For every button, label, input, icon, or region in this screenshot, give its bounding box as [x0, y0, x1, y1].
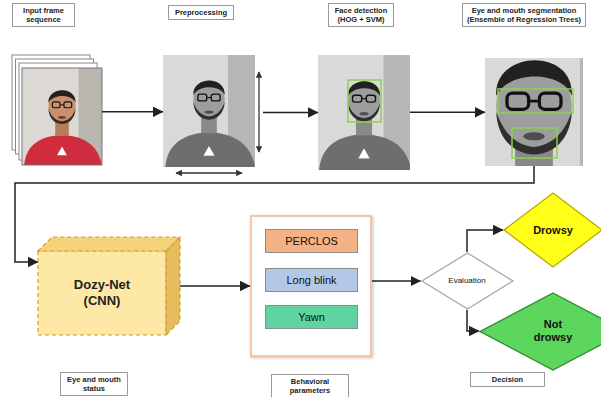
outcome-diamond: Not drowsy — [479, 292, 601, 371]
resize-arrow — [176, 172, 242, 173]
flow-arrow — [372, 280, 421, 282]
frame — [22, 68, 102, 165]
section-caption: Eye and mouth status — [60, 372, 128, 396]
eye-region-box — [498, 89, 573, 113]
input-frames: Input frame sequence — [12, 55, 102, 167]
face-detection-photo — [312, 55, 416, 170]
diamond-shape — [480, 293, 601, 370]
network-name: Dozy-Net (CNN) — [65, 277, 140, 310]
step-label-box: Eye and mouth segmentation (Ensemble of … — [462, 3, 586, 27]
flow-arrow — [467, 310, 479, 331]
mouth-region-box — [512, 128, 557, 158]
parameter-panel: Behavioral parametersPERCLOSLong blinkYa… — [250, 215, 372, 357]
frame-stack — [12, 55, 106, 165]
step-label: Preprocessing — [172, 8, 230, 17]
person-photo — [18, 68, 105, 165]
person-photo — [312, 55, 416, 170]
segmentation-photo — [413, 0, 601, 269]
cnn-block: Dozy-Net (CNN)Eye and mouth status — [38, 237, 180, 335]
preprocessing-step: Preprocessing — [163, 55, 263, 170]
step-label-box: Input frame sequence — [12, 3, 75, 27]
step-label-box: Face detection (HOG + SVM) — [328, 3, 394, 27]
diamond-shape — [504, 193, 601, 267]
flow-arrow — [180, 285, 250, 287]
step-label-box: Preprocessing — [168, 5, 234, 20]
step-label: Input frame sequence — [16, 6, 71, 24]
parameter-box: Long blink — [265, 268, 358, 292]
diamond-label: Drowsy — [533, 224, 573, 237]
parameter-name: Long blink — [286, 274, 336, 286]
diamond-shape — [422, 253, 513, 309]
outcome-diamond: Drowsy — [503, 192, 601, 268]
flow-arrow — [467, 230, 503, 252]
flow-arrow — [263, 112, 318, 114]
decision-diamond: Evaluation — [421, 252, 514, 310]
segmentation-step: Eye and mouth segmentation (Ensemble of … — [485, 58, 583, 166]
step-label: Eye and mouth segmentation (Ensemble of … — [466, 6, 582, 24]
caption-text: Decision — [474, 375, 541, 384]
diamond-label: Not drowsy — [529, 318, 577, 343]
face-crop — [413, 0, 601, 269]
flow-arrow — [15, 166, 534, 262]
parameter-box: PERCLOS — [265, 229, 358, 253]
parameter-name: Yawn — [298, 311, 325, 323]
diamond-label: Evaluation — [448, 276, 485, 285]
caption-text: Eye and mouth status — [64, 375, 124, 393]
step-label: Face detection (HOG + SVM) — [332, 6, 390, 24]
cube-face — [38, 251, 166, 335]
person-photo — [159, 55, 260, 167]
person-photo — [413, 0, 601, 269]
section-caption: Behavioral parameters — [271, 374, 349, 397]
preprocessed-photo — [159, 55, 260, 173]
cube-face — [38, 237, 180, 251]
cube-face — [166, 237, 180, 335]
section-caption: Decision — [470, 372, 545, 387]
face-detection-step: Face detection (HOG + SVM) — [318, 55, 410, 170]
flow-arrow — [410, 112, 485, 114]
parameter-box: Yawn — [265, 305, 358, 329]
detection-box — [348, 80, 381, 122]
caption-text: Behavioral parameters — [275, 377, 345, 395]
resize-arrow — [258, 72, 259, 152]
cube-front: Dozy-Net (CNN) — [38, 251, 166, 335]
parameter-name: PERCLOS — [285, 235, 338, 247]
flow-arrow — [102, 111, 163, 113]
